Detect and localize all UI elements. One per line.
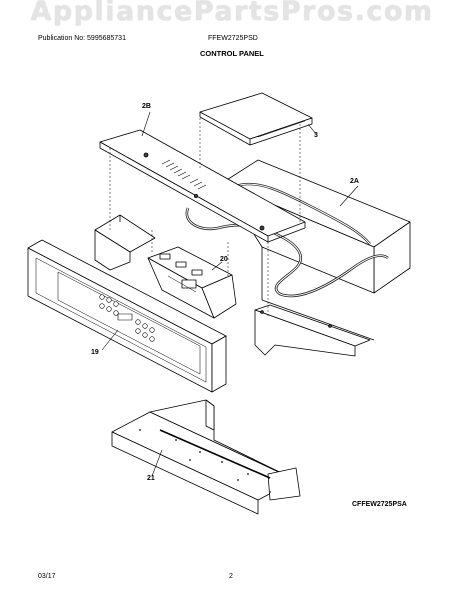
part-3-cover-plate: [199, 92, 313, 146]
callout-20: 20: [220, 256, 228, 263]
part-19-faceplate: [27, 239, 227, 393]
callout-19: 19: [91, 349, 99, 356]
callout-2b: 2B: [142, 103, 151, 110]
part-21-lower-support: [111, 399, 301, 515]
publication-number: Publication No: 5995685731: [38, 35, 126, 42]
section-title: CONTROL PANEL: [200, 49, 264, 58]
left-side-bracket: [94, 214, 156, 271]
callout-21: 21: [147, 475, 155, 482]
watermark-text: AppliancePartsPros.com: [30, 0, 434, 27]
model-number: FFEW2725PSD: [208, 35, 258, 42]
callout-2a: 2A: [350, 178, 359, 185]
right-side-bracket: [254, 304, 371, 357]
callout-3: 3: [314, 132, 318, 139]
part-20-control-board: [147, 246, 237, 319]
footer-date: 03/17: [38, 573, 56, 580]
page-number: 2: [229, 573, 233, 580]
diagram-code: CFFEW2725PSA: [352, 501, 407, 508]
